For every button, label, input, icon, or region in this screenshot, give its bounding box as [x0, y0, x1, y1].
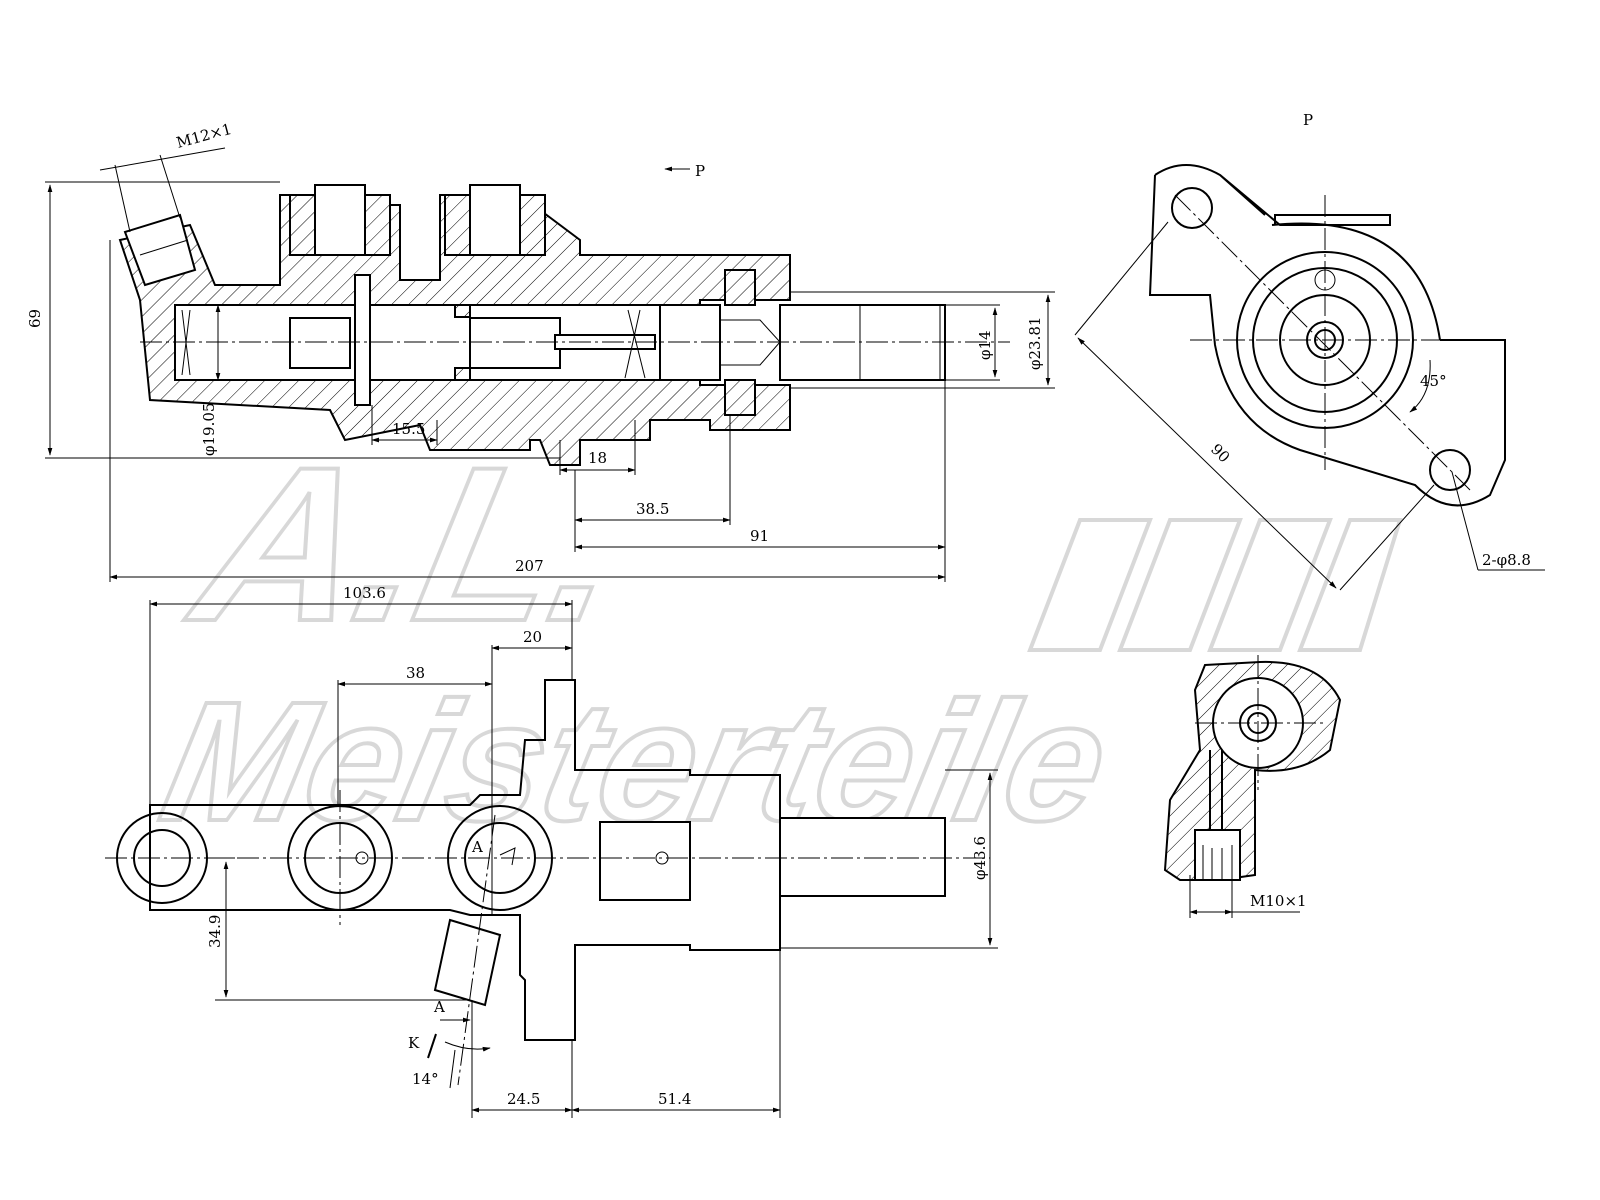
label-a2: A — [433, 998, 445, 1016]
piston-primary — [289, 317, 351, 369]
view-p: P 90 45° 2-φ8.8 — [1074, 111, 1545, 591]
dim-15-5: 15.5 — [392, 420, 425, 438]
dim-90: 90 — [1207, 440, 1233, 466]
section-dimensions: 69 M12×1 P φ19.05 15.5 18 38.5 91 207 φ1… — [26, 120, 1055, 582]
inlet-fitting — [123, 213, 197, 287]
dim-angle-14: 14° — [412, 1070, 439, 1088]
dim-24-5: 24.5 — [507, 1090, 540, 1108]
view-p-title: P — [1303, 111, 1313, 129]
dim-34-9: 34.9 — [206, 915, 224, 948]
dim-91: 91 — [750, 527, 769, 545]
label-k: K — [408, 1034, 420, 1052]
dim-phi-43-6: φ43.6 — [971, 836, 989, 880]
dim-bore: φ19.05 — [200, 403, 218, 456]
dim-103-6: 103.6 — [343, 584, 386, 602]
section-k: M10×1 — [1163, 655, 1342, 918]
top-view-dimensions: 103.6 20 38 34.9 φ43.6 24.5 51.4 A K 14° — [149, 584, 998, 1118]
outlet-branch — [433, 918, 502, 1007]
dim-38-5: 38.5 — [636, 500, 669, 518]
outlet-port — [1194, 829, 1241, 881]
dim-18: 18 — [588, 449, 607, 467]
output-boss — [779, 817, 946, 897]
piston-secondary — [469, 317, 561, 369]
dim-207: 207 — [515, 557, 544, 575]
dim-20: 20 — [523, 628, 542, 646]
top-view: A — [105, 679, 990, 1086]
hole-lower — [1429, 449, 1471, 491]
piston-pin — [354, 274, 371, 406]
dim-phi-14: φ14 — [976, 330, 994, 360]
flange-outline — [1148, 164, 1506, 507]
dim-phi-23-81: φ23.81 — [1026, 317, 1044, 370]
dim-69: 69 — [26, 309, 44, 328]
section-view — [118, 184, 1010, 466]
view-arrow-p: P — [695, 162, 705, 180]
dim-holes: 2-φ8.8 — [1482, 551, 1531, 569]
port-right — [469, 184, 521, 256]
dim-51-4: 51.4 — [658, 1090, 691, 1108]
dim-38: 38 — [406, 664, 425, 682]
spring-right — [624, 309, 646, 379]
label-a: A — [471, 838, 483, 856]
dim-angle-45: 45° — [1420, 372, 1447, 390]
dim-m12x1: M12×1 — [174, 120, 233, 152]
port-left — [314, 184, 366, 256]
dim-m10x1: M10×1 — [1250, 892, 1307, 910]
hole-upper — [1171, 187, 1213, 229]
